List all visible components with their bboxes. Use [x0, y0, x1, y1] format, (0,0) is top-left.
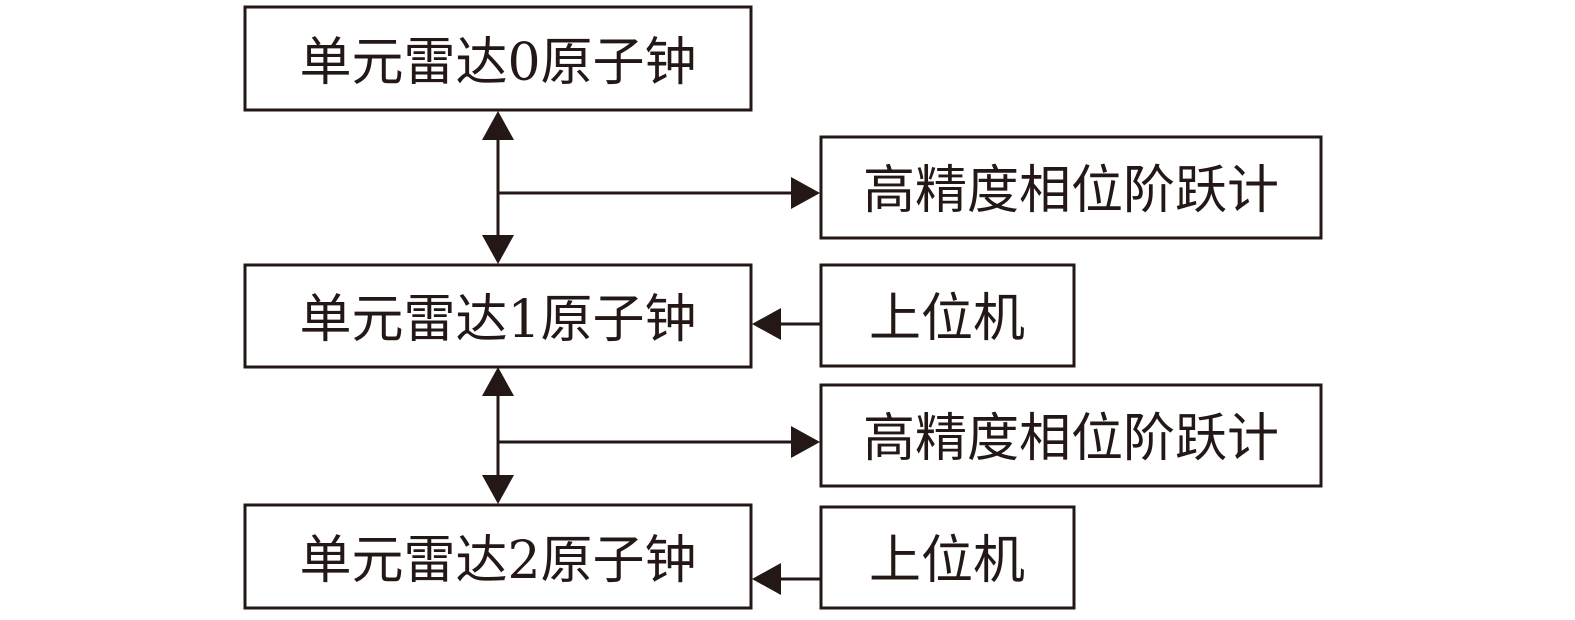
arrow-right-to-phase-meter-2 [791, 426, 820, 458]
radar-1-clock-node: 单元雷达1原子钟 [243, 263, 753, 369]
connector-host1-radar1 [752, 308, 821, 340]
radar-0-clock-label: 单元雷达0原子钟 [299, 33, 696, 93]
radar-0-clock-node: 单元雷达0原子钟 [243, 5, 753, 112]
radar-1-clock-label: 单元雷达1原子钟 [299, 290, 696, 350]
host-computer-2-label: 上位机 [869, 531, 1025, 591]
radar-1-clock-box [243, 263, 753, 369]
phase-meter-2-node: 高精度相位阶跃计 [819, 383, 1323, 488]
phase-meter-1-node: 高精度相位阶跃计 [819, 135, 1323, 240]
arrow-left-to-radar-2 [752, 563, 781, 595]
host-computer-2-box [819, 505, 1076, 610]
connector-radar0-radar1 [482, 111, 820, 264]
radar-2-clock-node: 单元雷达2原子钟 [243, 503, 753, 610]
radar-2-clock-box [243, 503, 753, 610]
arrow-up-to-radar-1 [482, 367, 514, 396]
host-computer-1-node: 上位机 [819, 263, 1076, 368]
host-computer-1-box [819, 263, 1076, 368]
host-computer-1-label: 上位机 [869, 289, 1025, 349]
phase-meter-1-label: 高精度相位阶跃计 [863, 161, 1279, 221]
phase-meter-2-label: 高精度相位阶跃计 [863, 409, 1279, 469]
arrow-up-to-radar-0 [482, 111, 514, 140]
phase-meter-1-box [819, 135, 1323, 240]
connector-radar1-radar2 [482, 367, 820, 504]
radar-0-clock-box [243, 5, 753, 112]
radar-2-clock-label: 单元雷达2原子钟 [299, 531, 696, 591]
arrow-down-to-radar-2 [482, 475, 514, 504]
host-computer-2-node: 上位机 [819, 505, 1076, 610]
arrow-right-to-phase-meter-1 [791, 177, 820, 209]
arrow-left-to-radar-1 [752, 308, 781, 340]
connector-host2-radar2 [752, 563, 821, 595]
phase-meter-2-box [819, 383, 1323, 488]
arrow-down-to-radar-1 [482, 235, 514, 264]
